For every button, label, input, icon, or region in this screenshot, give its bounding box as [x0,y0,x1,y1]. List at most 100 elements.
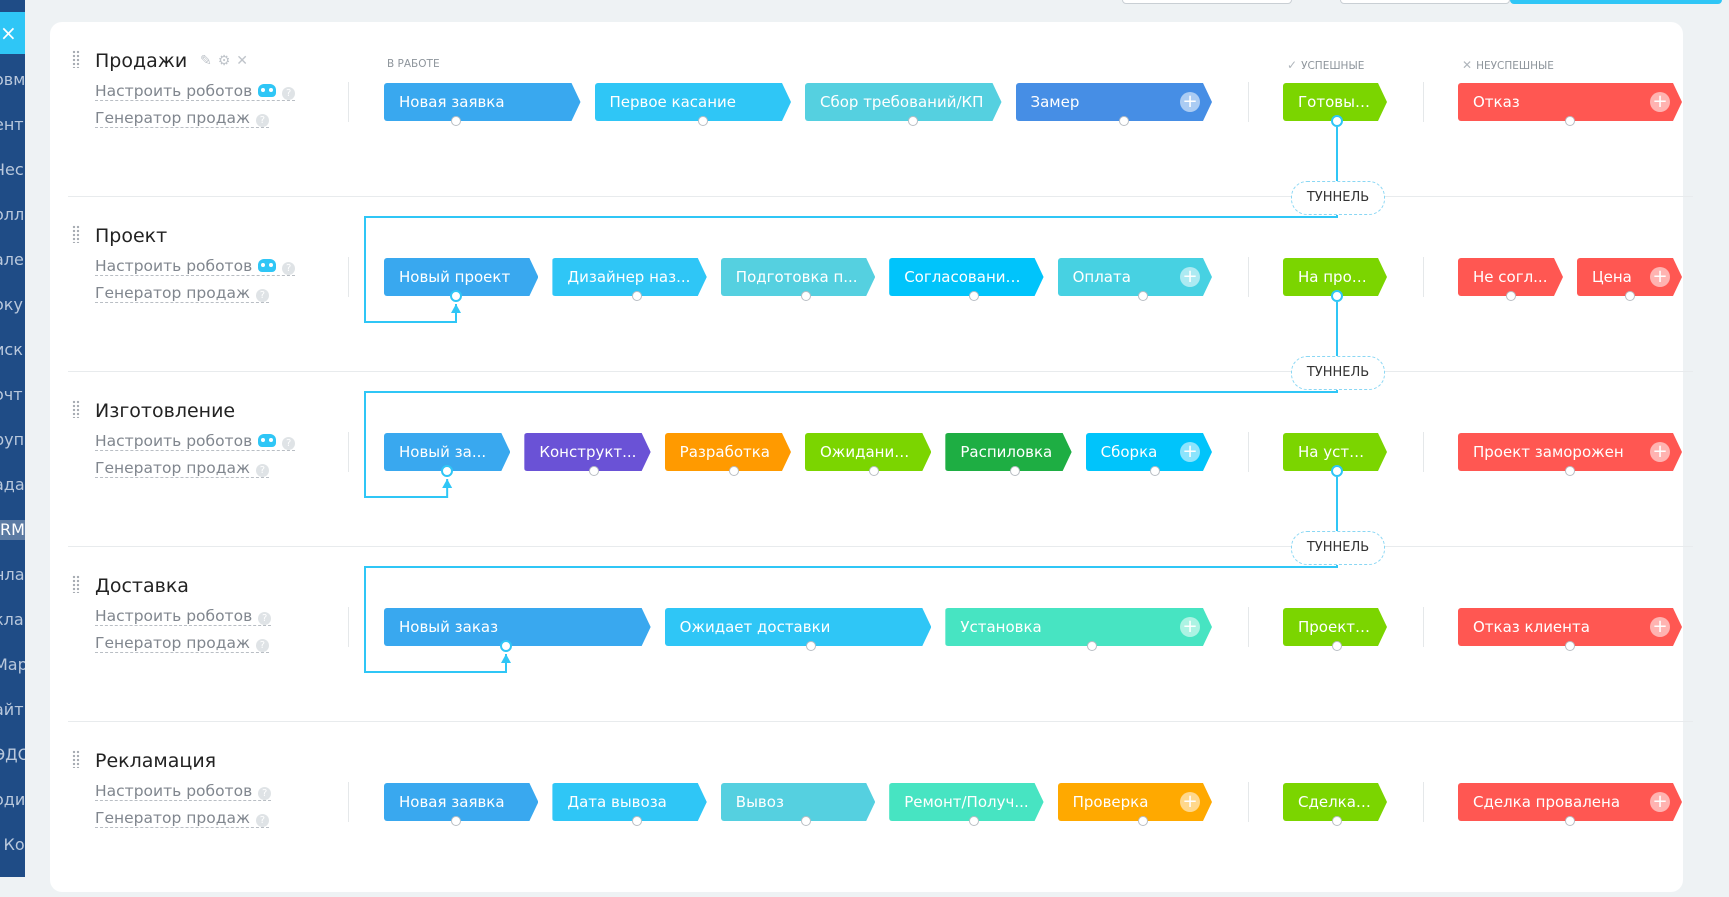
stage-connector[interactable] [1331,115,1343,127]
sidebar-item[interactable]: кла [0,610,24,629]
stage-tab[interactable]: Дизайнер наз... [552,258,706,296]
stage-tab[interactable]: Новый проект [384,258,538,296]
stage-connector[interactable] [697,116,708,126]
success-stage-tab[interactable]: На устан... [1283,433,1387,471]
sales-generator-link[interactable]: Генератор продаж? [95,109,269,128]
sidebar-item[interactable]: овм [0,70,25,89]
robots-link[interactable]: Настроить роботов? [95,607,272,626]
stage-connector[interactable] [1565,641,1575,651]
drag-handle-icon[interactable] [72,400,80,418]
fail-stage-tab[interactable]: Цена+ [1577,258,1682,296]
help-icon[interactable]: ? [255,814,269,827]
stage-connector[interactable] [1332,641,1342,651]
stage-connector[interactable] [806,641,817,651]
stage-connector[interactable] [908,116,919,126]
stage-connector[interactable] [1331,465,1343,477]
stage-connector[interactable] [729,466,740,476]
fail-stage-tab[interactable]: Отказ+ [1458,83,1682,121]
sidebar-item[interactable]: айт [0,700,24,719]
stage-connector[interactable] [441,465,454,477]
stage-connector[interactable] [1332,816,1342,826]
stage-connector[interactable] [1087,641,1097,651]
sidebar-item[interactable]: нла [0,565,25,584]
sidebar-item[interactable]: ент [0,115,24,134]
tunnel-badge[interactable]: ТУННЕЛЬ [1291,531,1385,565]
stage-connector[interactable] [632,291,643,301]
sidebar-item[interactable]: олл [0,205,25,224]
stage-tab[interactable]: Новый заказ [384,608,651,646]
stage-connector[interactable] [1565,466,1575,476]
sidebar-item[interactable]: оди [0,790,25,809]
drag-handle-icon[interactable] [72,575,80,593]
edit-icon[interactable]: ✎ [200,53,212,69]
add-stage-icon[interactable]: + [1180,92,1200,112]
stage-tab[interactable]: Оплата+ [1058,258,1212,296]
help-icon[interactable]: ? [282,87,296,100]
help-icon[interactable]: ? [255,289,269,302]
sales-generator-link[interactable]: Генератор продаж? [95,459,269,478]
stage-connector[interactable] [800,291,811,301]
stage-connector[interactable] [632,816,643,826]
sidebar-item[interactable]: але [0,250,24,269]
stage-tab[interactable]: Распиловка [945,433,1071,471]
stage-connector[interactable] [451,116,461,126]
stage-connector[interactable] [1565,816,1575,826]
stage-tab[interactable]: Новый за... [384,433,510,471]
stage-connector[interactable] [1137,291,1148,301]
help-icon[interactable]: ? [255,114,269,127]
fail-stage-tab[interactable]: Проект заморожен+ [1458,433,1682,471]
sidebar-item[interactable]: Мар [0,655,25,674]
stage-connector[interactable] [1137,816,1148,826]
stage-connector[interactable] [800,816,811,826]
add-stage-icon[interactable]: + [1650,617,1670,637]
stage-connector[interactable] [969,291,980,301]
add-stage-icon[interactable]: + [1180,442,1200,462]
stage-tab[interactable]: Установка+ [945,608,1212,646]
top-button-2[interactable] [1340,0,1510,4]
stage-tab[interactable]: Согласование ... [889,258,1043,296]
help-icon[interactable]: ? [255,639,269,652]
fail-stage-tab[interactable]: Сделка провалена+ [1458,783,1682,821]
success-stage-tab[interactable]: На прои... [1283,258,1387,296]
stage-connector[interactable] [500,640,512,652]
drag-handle-icon[interactable] [72,50,80,68]
success-stage-tab[interactable]: Готовы с... [1283,83,1387,121]
stage-tab[interactable]: Ожидает доставки [665,608,932,646]
add-stage-icon[interactable]: + [1180,267,1200,287]
robots-link[interactable]: Настроить роботов? [95,82,296,101]
add-stage-icon[interactable]: + [1180,792,1200,812]
stage-tab[interactable]: Дата вывоза [552,783,706,821]
stage-connector[interactable] [1565,116,1575,126]
add-stage-icon[interactable]: + [1180,617,1200,637]
help-icon[interactable]: ? [282,262,296,275]
add-stage-icon[interactable]: + [1650,267,1670,287]
sidebar-item[interactable]: оку [0,295,23,314]
stage-tab[interactable]: Подготовка п... [721,258,875,296]
sales-generator-link[interactable]: Генератор продаж? [95,809,269,828]
stage-connector[interactable] [1505,291,1516,301]
robots-link[interactable]: Настроить роботов? [95,432,296,451]
stage-tab[interactable]: Первое касание [595,83,792,121]
tunnel-badge[interactable]: ТУННЕЛЬ [1291,356,1385,390]
sidebar-item[interactable]: ЭДО [0,745,25,764]
sidebar-item[interactable]: l Ко [0,835,25,854]
stage-tab[interactable]: Замер+ [1016,83,1213,121]
sidebar-item[interactable]: RM [0,520,25,540]
tunnel-badge[interactable]: ТУННЕЛЬ [1291,181,1385,215]
stage-tab[interactable]: Сбор требований/КП [805,83,1002,121]
top-button-1[interactable] [1122,0,1292,4]
stage-connector[interactable] [1150,466,1161,476]
stage-connector[interactable] [1624,291,1635,301]
top-button-primary[interactable] [1510,0,1722,4]
stage-tab[interactable]: Проверка+ [1058,783,1212,821]
add-stage-icon[interactable]: + [1650,442,1670,462]
drag-handle-icon[interactable] [72,750,80,768]
sidebar-item[interactable]: Чес [0,160,24,179]
help-icon[interactable]: ? [258,787,272,800]
stage-connector[interactable] [450,290,462,302]
stage-tab[interactable]: Вывоз [721,783,875,821]
success-stage-tab[interactable]: Проект ... [1283,608,1387,646]
close-icon[interactable]: ✕ [236,53,249,69]
stage-connector[interactable] [1118,116,1129,126]
fail-stage-tab[interactable]: Отказ клиента+ [1458,608,1682,646]
